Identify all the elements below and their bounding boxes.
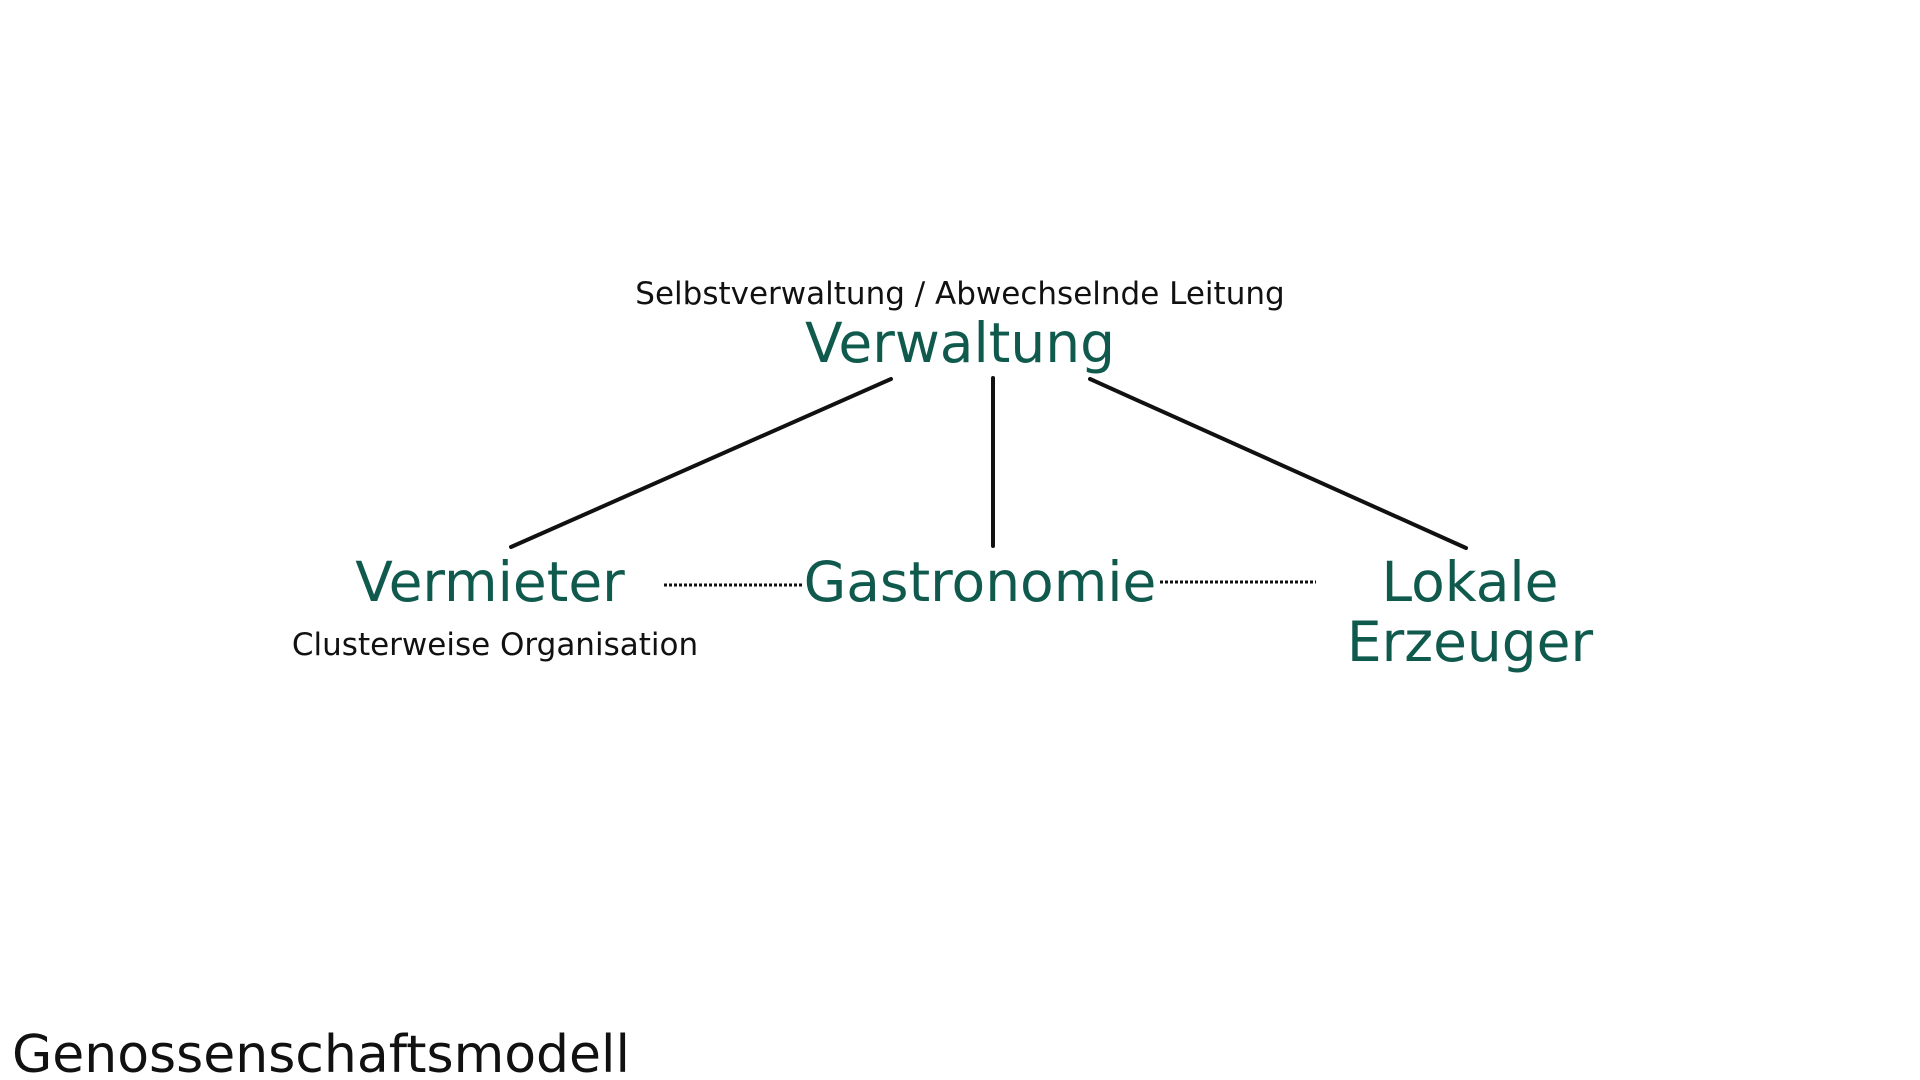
verwaltung-note: Selbstverwaltung / Abwechselnde Leitung: [635, 276, 1285, 312]
node-vermieter: Vermieter: [355, 550, 625, 614]
node-lokale-erzeuger: Lokale Erzeuger: [1320, 552, 1620, 672]
footer-title: Genossenschaftsmodell: [12, 1025, 630, 1080]
node-lokale-erzeuger-line2: Erzeuger: [1346, 610, 1594, 674]
node-verwaltung: Verwaltung: [805, 311, 1115, 375]
node-lokale-erzeuger-line1: Lokale: [1381, 550, 1559, 614]
node-gastronomie: Gastronomie: [803, 550, 1157, 614]
connector-verwaltung-vermieter: [509, 377, 893, 549]
connector-verwaltung-erzeuger: [1088, 377, 1468, 550]
vermieter-note: Clusterweise Organisation: [291, 627, 699, 663]
